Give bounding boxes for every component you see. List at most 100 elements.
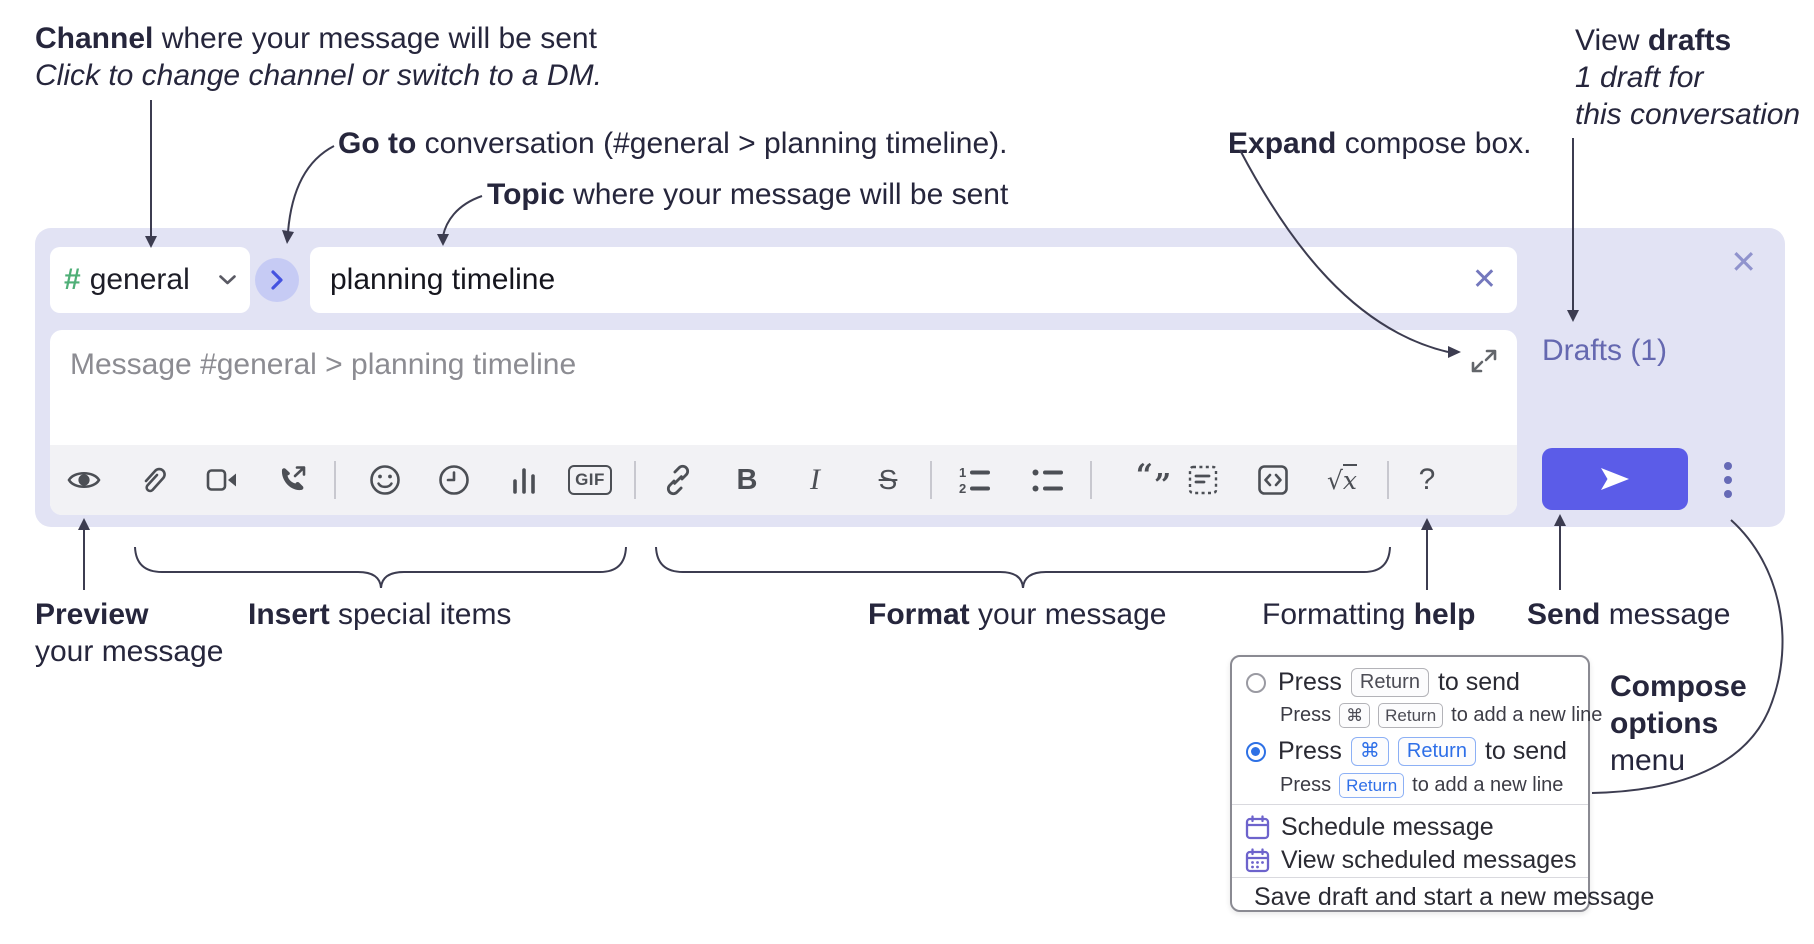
formula-icon: √x — [1326, 463, 1358, 495]
menu-option-return-to-send[interactable]: Press Return to send — [1232, 668, 1588, 697]
strikethrough-button[interactable]: S — [866, 464, 910, 496]
preview-annotation-rest: your message — [35, 635, 224, 668]
drafts-link[interactable]: Drafts (1) — [1542, 334, 1668, 367]
preview-button[interactable] — [62, 464, 106, 496]
strikethrough-icon: S — [878, 464, 898, 495]
goto-annotation: Go to conversation (#general > planning … — [338, 125, 1008, 162]
radio-unselected[interactable] — [1246, 672, 1266, 693]
clock-icon — [439, 465, 469, 495]
calendar-list-icon — [1245, 848, 1270, 873]
expand-icon — [1471, 349, 1497, 373]
blockquote-button[interactable]: “” — [1131, 457, 1175, 503]
menu-item-save-draft[interactable]: Save draft and start a new message — [1232, 883, 1654, 912]
radio-selected[interactable] — [1246, 741, 1266, 762]
blockquote-icon: “” — [1135, 457, 1172, 503]
calendar-icon — [1245, 815, 1270, 840]
menu-item-schedule-message[interactable]: Schedule message — [1232, 813, 1588, 842]
svg-text:1: 1 — [959, 465, 966, 480]
close-icon[interactable]: ✕ — [1730, 244, 1757, 280]
italic-button[interactable]: I — [793, 463, 837, 496]
compose-box: # general planning timeline ✕ ✕ Message … — [35, 228, 1785, 527]
eye-icon — [67, 471, 101, 489]
code-button[interactable] — [1251, 464, 1295, 496]
drafts-annotation: View drafts 1 draft for this conversatio… — [1575, 22, 1800, 133]
channel-name: general — [89, 263, 190, 296]
topic-clear-icon[interactable]: ✕ — [1471, 263, 1497, 296]
send-icon — [1601, 468, 1629, 490]
compose-options-button[interactable] — [1713, 452, 1743, 508]
gif-button[interactable]: GIF — [568, 464, 612, 496]
option-text: to send — [1437, 668, 1520, 696]
insert-annotation: Insert special items — [248, 596, 511, 633]
bold-icon: B — [736, 463, 758, 496]
ordered-list-icon: 1 2 — [959, 465, 990, 495]
message-placeholder: Message #general > planning timeline — [70, 348, 577, 381]
topic-annotation-rest: where your message will be sent — [564, 178, 1009, 211]
toolbar-divider — [1090, 461, 1092, 499]
channel-annotation-sub: Click to change channel or switch to a D… — [35, 59, 602, 92]
recent-button[interactable] — [432, 464, 476, 496]
menu-divider — [1232, 877, 1588, 878]
formatting-help-button[interactable]: ? — [1405, 463, 1449, 496]
format-annotation-bold: Format — [868, 598, 970, 631]
menu-option-cmd-return-to-send[interactable]: Press ⌘ Return to send — [1232, 737, 1588, 766]
message-editor[interactable]: Message #general > planning timeline — [50, 330, 1517, 515]
send-button[interactable] — [1542, 448, 1688, 510]
call-button[interactable] — [270, 464, 314, 496]
compose-annotation-line1: Compose — [1610, 670, 1747, 703]
toolbar-divider — [634, 461, 636, 499]
drafts-annotation-line3: this conversation — [1575, 98, 1801, 131]
menu-divider — [1232, 804, 1588, 805]
cmd-keycap: ⌘ — [1339, 703, 1371, 729]
phone-outgoing-icon — [281, 466, 306, 491]
bullet-list-button[interactable] — [1026, 464, 1070, 496]
ellipsis-icon — [1724, 462, 1732, 470]
formula-button[interactable]: √x — [1320, 463, 1364, 496]
menu-item-label: Schedule message — [1281, 813, 1494, 841]
help-annotation: Formatting help — [1262, 596, 1475, 633]
menu-item-view-scheduled[interactable]: View scheduled messages — [1232, 846, 1588, 875]
toolbar-divider — [334, 461, 336, 499]
composer-toolbar: GIF B I S — [50, 445, 1517, 515]
goto-annotation-rest: conversation (#general > planning timeli… — [416, 127, 1008, 160]
cmd-keycap: ⌘ — [1350, 737, 1389, 766]
poll-button[interactable] — [502, 464, 546, 496]
option-text: Press — [1278, 668, 1342, 696]
insert-annotation-rest: special items — [329, 598, 512, 631]
compose-options-menu: Press Return to send Press ⌘ Return to a… — [1230, 655, 1654, 912]
paperclip-icon — [144, 467, 166, 493]
italic-icon: I — [810, 463, 820, 496]
goto-conversation-button[interactable] — [255, 258, 299, 302]
emoji-icon — [370, 465, 400, 495]
link-icon — [666, 464, 690, 496]
option-subtext: Press — [1280, 774, 1332, 797]
option-subtext: to add a new line — [1412, 774, 1564, 797]
bar-chart-icon — [513, 468, 535, 494]
menu-option-sub: Press ⌘ Return to add a new line — [1232, 703, 1602, 729]
link-button[interactable] — [656, 464, 700, 496]
format-annotation-rest: your message — [969, 598, 1167, 631]
help-annotation-bold: help — [1413, 598, 1476, 631]
insert-annotation-bold: Insert — [248, 598, 330, 631]
chevron-down-icon — [219, 275, 236, 285]
expand-compose-button[interactable] — [1467, 344, 1501, 378]
goto-pointer-line — [287, 145, 335, 233]
emoji-button[interactable] — [363, 464, 407, 496]
expand-annotation-rest: compose box. — [1336, 127, 1532, 160]
code-block-button[interactable] — [1181, 464, 1225, 496]
menu-item-label: Save draft and start a new message — [1254, 883, 1655, 911]
topic-annotation-bold: Topic — [487, 178, 565, 211]
return-keycap: Return — [1378, 703, 1444, 729]
return-keycap: Return — [1339, 773, 1405, 799]
attach-button[interactable] — [131, 464, 175, 496]
channel-selector[interactable]: # general — [50, 247, 250, 313]
send-annotation: Send message — [1527, 596, 1730, 633]
ordered-list-button[interactable]: 1 2 — [953, 464, 997, 496]
menu-option-sub: Press Return to add a new line — [1232, 773, 1588, 799]
topic-input[interactable]: planning timeline ✕ — [310, 247, 1517, 313]
bold-button[interactable]: B — [725, 464, 769, 496]
preview-annotation: Preview your message — [35, 596, 223, 670]
video-button[interactable] — [200, 464, 244, 496]
channel-annotation-bold: Channel — [35, 22, 154, 55]
